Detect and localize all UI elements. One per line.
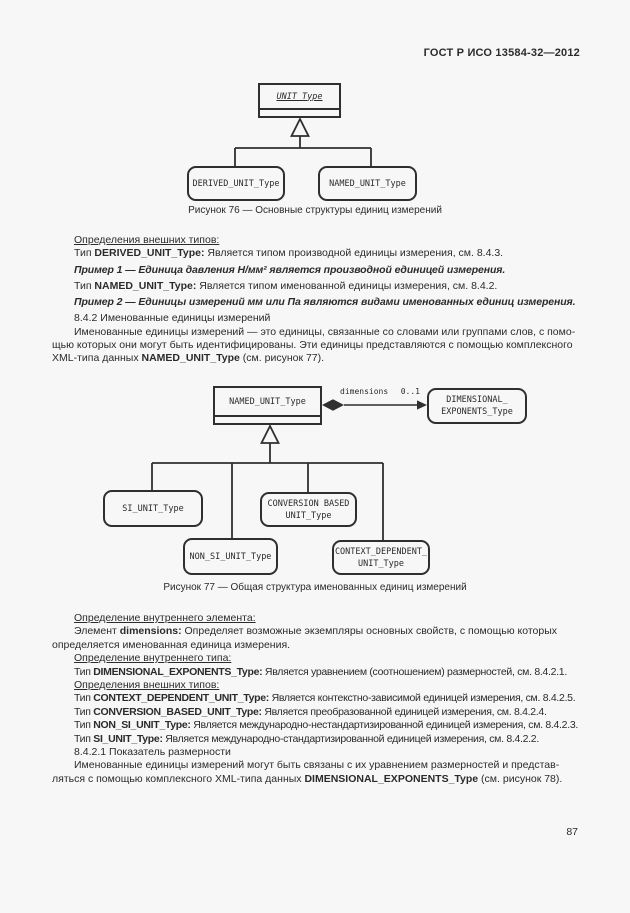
uml-box-label: NON_SI_UNIT_Type <box>189 551 272 562</box>
uml-class-named-unit-type: NAMED_UNIT_Type <box>213 386 322 425</box>
uml-box-named-unit-type: NAMED_UNIT_Type <box>318 166 417 201</box>
document-header: ГОСТ Р ИСО 13584-32—2012 <box>423 47 580 59</box>
page-number: 87 <box>566 826 578 838</box>
uml-box-conversion-based-unit-type: CONVERSION BASED UNIT_Type <box>260 492 357 527</box>
body-text-block-2: Определение внутреннего элемента: Элемен… <box>52 612 583 786</box>
association-labels: dimensions 0..1 <box>340 387 420 396</box>
paragraph-line: Именованные единицы измерений — это един… <box>74 325 576 338</box>
type-definition: Тип SI_UNIT_Type: Является международно-… <box>74 732 539 745</box>
clause-heading-8-4-2-1: 8.4.2.1 Показатель размерности <box>74 746 231 759</box>
paragraph-line: ляться с помощью комплексного XML-типа д… <box>52 772 563 785</box>
paragraph-line: щью которых они могут быть идентифициров… <box>52 339 573 352</box>
section-heading: Определения внешних типов: <box>74 679 220 692</box>
section-heading: Определение внутреннего типа: <box>74 652 232 665</box>
paragraph-line: определяется именованная единица измерен… <box>52 638 291 651</box>
uml-box-non-si-unit-type: NON_SI_UNIT_Type <box>183 538 278 575</box>
uml-class-unit-type: UNIT_Type <box>258 83 341 118</box>
uml-box-derived-unit-type: DERIVED_UNIT_Type <box>187 166 285 201</box>
paragraph-line: Именованные единицы измерений могут быть… <box>74 759 560 772</box>
element-definition: Элемент dimensions: Определяет возможные… <box>74 625 557 638</box>
clause-heading-8-4-2: 8.4.2 Именованные единицы измерений <box>74 312 271 325</box>
generalization-triangle-icon <box>290 116 310 137</box>
type-definition: Тип CONTEXT_DEPENDENT_UNIT_Type: Являетс… <box>74 692 576 705</box>
uml-empty-compartment <box>260 108 339 116</box>
uml-box-label-line2: UNIT_Type <box>285 510 332 521</box>
generalization-triangle-icon <box>260 423 280 444</box>
type-definition: Тип DERIVED_UNIT_Type: Является типом пр… <box>74 247 504 260</box>
type-definition: Тип NAMED_UNIT_Type: Является типом имен… <box>74 279 498 292</box>
uml-box-label-line1: CONVERSION BASED <box>267 498 350 509</box>
uml-box-label: DERIVED_UNIT_Type <box>192 178 280 189</box>
uml-box-context-dependent-unit-type: CONTEXT_DEPENDENT_ UNIT_Type <box>332 540 430 575</box>
uml-box-label-line1: DIMENSIONAL_ <box>446 395 508 405</box>
section-heading: Определения внешних типов: <box>74 234 220 246</box>
paragraph-line: XML-типа данных NAMED_UNIT_Type (см. рис… <box>52 352 325 365</box>
association-cardinality: 0..1 <box>400 387 420 396</box>
association-role-label: dimensions <box>340 387 389 396</box>
section-heading: Определение внутреннего элемента: <box>74 612 256 624</box>
uml-box-label: SI_UNIT_Type <box>122 503 184 514</box>
figure-76-caption: Рисунок 76 — Основные структуры единиц и… <box>188 205 442 216</box>
uml-class-label: UNIT_Type <box>276 91 323 102</box>
uml-empty-compartment <box>215 415 320 423</box>
type-definition: Тип DIMENSIONAL_EXPONENTS_Type: Является… <box>74 665 567 678</box>
figure-77-caption: Рисунок 77 — Общая структура именованных… <box>163 582 467 593</box>
example-1: Пример 1 — Единица давления Н/мм² являет… <box>74 263 506 276</box>
uml-box-label-line1: CONTEXT_DEPENDENT_ <box>334 546 428 557</box>
uml-box-label-line2: UNIT_Type <box>357 558 405 569</box>
uml-box-label-line2: EXPONENTS_Type <box>441 407 513 417</box>
uml-box-label: NAMED_UNIT_Type <box>329 178 406 189</box>
uml-box-dimensional-exponents-type: DIMENSIONAL_ EXPONENTS_Type <box>427 388 527 424</box>
body-text-block-1: Определения внешних типов: Тип DERIVED_U… <box>52 234 583 366</box>
uml-box-si-unit-type: SI_UNIT_Type <box>103 490 203 527</box>
uml-class-label: NAMED_UNIT_Type <box>229 396 306 407</box>
type-definition: Тип CONVERSION_BASED_UNIT_Type: Является… <box>74 705 547 718</box>
example-2: Пример 2 — Единицы измерений мм или Па я… <box>74 296 576 309</box>
arrowhead-icon <box>417 400 427 410</box>
type-definition: Тип NON_SI_UNIT_Type: Является междунаро… <box>74 719 578 732</box>
composition-diamond-icon <box>322 399 344 411</box>
